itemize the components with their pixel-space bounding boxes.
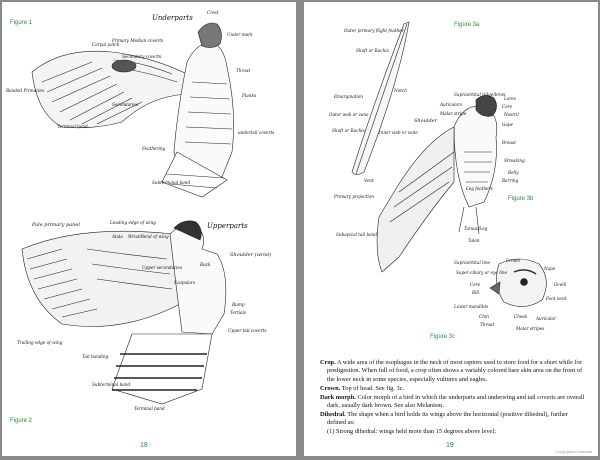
head-label-ocelli: Ocelli	[554, 282, 567, 287]
label-primaries: Primary projection	[333, 194, 374, 199]
label-malar: Malar stripe	[439, 111, 467, 116]
label-primary-median-coverts: Primary Median coverts	[111, 38, 163, 43]
label-under-mark: Under mark	[227, 32, 253, 37]
label-shaft: Shaft or Rachis	[356, 48, 389, 53]
label-notch: Notch	[393, 88, 407, 93]
label-rump: Rump	[231, 302, 245, 307]
label-upper-secondaries: Upper secondaries	[142, 265, 182, 270]
label-subapical: Subapical tail band	[336, 232, 377, 237]
label-flanks: Flanks	[241, 93, 256, 98]
figure-3c-caption: Figure 3c	[430, 334, 456, 340]
label-tail-banding: Tail banding	[82, 354, 109, 359]
label-secondaries: Secondaries	[112, 102, 138, 107]
label-nostril: Nostril	[503, 112, 519, 117]
label-undertail-coverts: undertail coverts	[238, 130, 274, 135]
left-page: Figure 1 Underparts Crest Under mark Car…	[2, 2, 296, 456]
upperparts-illustration: Upperparts Pale primary panel Leading ed…	[17, 220, 271, 411]
label-shaft-2: Shaft or Rachis	[332, 128, 365, 133]
label-carpal-patch: Carpal patch	[92, 42, 120, 47]
head-label-supraorbital: Supraorbital line	[454, 260, 491, 265]
glossary-entry-crop: Crop. A wide area of the esophagus in th…	[320, 359, 583, 383]
upperparts-heading: Upperparts	[207, 222, 248, 230]
figure-2-caption: Figure 2	[10, 418, 33, 424]
label-auriculars: Auriculars	[439, 102, 462, 107]
label-outer-primary: Outer primary flight feather	[344, 28, 405, 33]
underparts-illustration: Underparts Crest Under mark Carpal patch…	[5, 10, 274, 198]
head-label-crown: Crown	[506, 258, 520, 263]
label-inner-web: Inner web or vane	[378, 130, 418, 135]
head-label-malar: Malar stripes	[515, 326, 544, 331]
head-label-auricular: Auricular	[535, 316, 557, 321]
label-emargination: Emargination	[333, 94, 363, 99]
label-back: Back	[199, 262, 211, 267]
label-lores: Lores	[503, 96, 516, 101]
head-label-lower-mandible: Lower mandible	[453, 304, 489, 309]
label-supraorbital: Supraorbital ridge/brow	[454, 92, 506, 97]
copyright-notice: Copyrighted material	[555, 449, 592, 454]
label-pale-primary-panel: Pale primary panel	[31, 222, 80, 228]
label-trailing-edge: Trailing edge of wing	[17, 340, 63, 345]
feather-and-bird-illustration: Outer primary flight feather Shaft or Ra…	[329, 21, 567, 331]
label-wrist: Wrist/Bend of wing	[128, 234, 169, 239]
label-alula: Alula	[111, 234, 123, 239]
glossary-entry-dark-morph: Dark morph. Color morph of a bird in whi…	[320, 393, 585, 410]
label-tarsus: Tarsus/Leg	[464, 226, 488, 231]
figure-3b-caption: Figure 3b	[508, 196, 534, 202]
label-vent: Vent	[364, 178, 374, 183]
label-upper-tail-coverts: Upper tail coverts	[228, 328, 266, 333]
label-outer-web: Outer web or vane	[329, 112, 369, 117]
underparts-heading: Underparts	[152, 14, 193, 22]
head-label-nape: Nape	[543, 266, 556, 271]
head-label-throat: Throat	[480, 322, 495, 327]
label-talon: Talon	[468, 238, 480, 243]
glossary-entry-crown: Crown. Top of head. See fig. 3c.	[320, 384, 405, 392]
label-shoulder-3b: Shoulder	[414, 118, 438, 124]
label-terminal-band: Terminal band	[57, 124, 88, 129]
page-number-right: 19	[446, 442, 454, 449]
label-breast: Breast	[501, 140, 516, 145]
figure-1-caption: Figure 1	[10, 20, 33, 26]
label-feathering: Feathering	[141, 146, 166, 151]
label-subterminal-band: Subterminal band	[152, 180, 190, 185]
label-leg-feathers: Leg feathers	[465, 186, 493, 191]
figure-3a-caption: Figure 3a	[454, 22, 480, 28]
head-label-cere: Cere	[470, 282, 481, 287]
head-label-foot-neck: Foot neck	[545, 296, 567, 301]
head-label-chin: Chin	[479, 314, 489, 319]
label-gape: Gape	[502, 122, 514, 127]
label-shoulder: Shoulder (wrist)	[230, 251, 271, 258]
label-barring: Barring	[501, 178, 519, 183]
label-terminal-band-upper: Terminal band	[134, 406, 165, 411]
label-scapulars: Scapulars	[174, 280, 195, 285]
label-secondary-coverts: Secondary coverts	[122, 54, 161, 59]
right-page: Figure 3a Figure 3b Figure 3c Outer prim…	[304, 2, 598, 456]
label-banded-primaries: Banded Primaries	[5, 88, 44, 93]
label-leading-edge: Leading edge of wing	[109, 220, 156, 225]
label-subterminal-band-upper: Subterminal band	[92, 382, 130, 387]
head-label-super-ciliary: Super-ciliary or eye line	[456, 270, 508, 275]
label-belly: Belly	[507, 170, 519, 175]
glossary-sub-item: (1) Strong dihedral: wings held more tha…	[327, 428, 496, 436]
label-cere: Cere	[502, 104, 513, 109]
label-streaking: Streaking	[504, 158, 525, 163]
glossary-text: Crop. A wide area of the esophagus in th…	[320, 359, 586, 437]
label-tertials: Tertials	[230, 310, 246, 315]
label-throat: Throat	[236, 68, 251, 73]
head-label-bill: Bill	[471, 290, 480, 295]
head-label-cheek: Cheek	[514, 314, 528, 319]
label-crest: Crest	[207, 10, 219, 15]
page-number-left: 18	[140, 442, 148, 449]
glossary-entry-dihedral: Dihedral. The shape when a bird holds it…	[320, 410, 569, 427]
